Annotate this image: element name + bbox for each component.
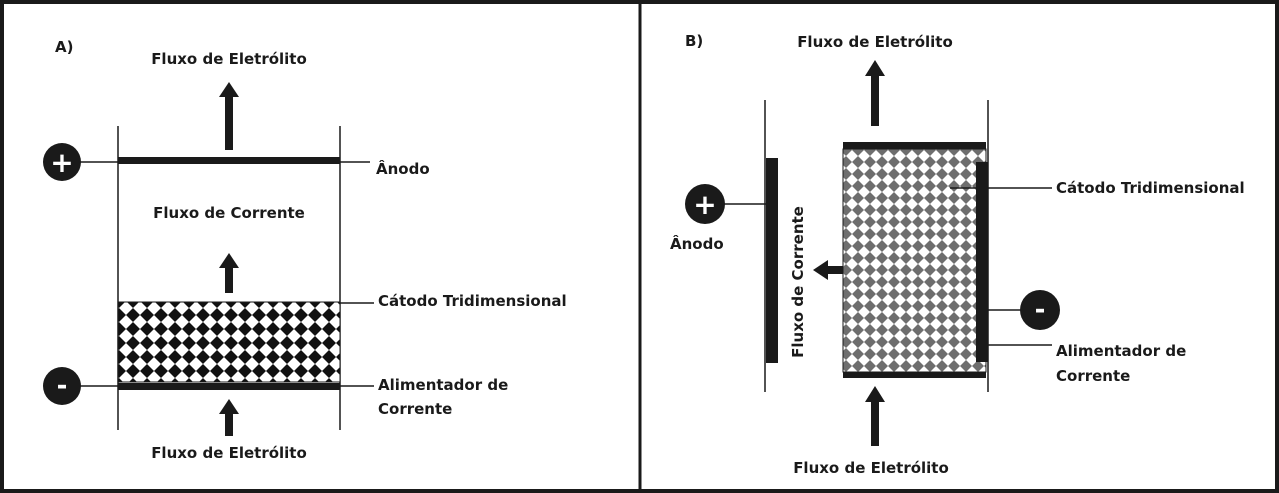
panel-a-letter: A) — [55, 38, 73, 56]
panel-a-minus-sign: - — [57, 371, 68, 401]
panel-b-feeder-plate — [976, 162, 988, 362]
panel-b-negative-terminal-icon — [1020, 290, 1060, 330]
panel-b: B) Fluxo de Eletrólito + Ânodo Fluxo de … — [670, 32, 1245, 477]
panel-b-top-flow-arrow — [865, 60, 885, 126]
panel-a-anode-plate — [118, 157, 340, 164]
panel-a-positive-terminal-icon — [43, 143, 81, 181]
panel-a-top-flow-label: Fluxo de Eletrólito — [151, 50, 307, 68]
panel-b-feeder-label-line2: Corrente — [1056, 367, 1130, 385]
panel-b-letter: B) — [685, 32, 703, 50]
panel-a-current-flow-label: Fluxo de Corrente — [153, 204, 305, 222]
panel-b-current-flow-label: Fluxo de Corrente — [789, 206, 807, 358]
panel-b-current-arrow — [813, 260, 856, 280]
panel-b-positive-terminal-icon — [685, 184, 725, 224]
panel-b-anode-plate — [766, 158, 778, 363]
panel-a-cathode-bed — [117, 301, 341, 383]
panel-b-bottom-flow-arrow — [865, 386, 885, 446]
panel-b-cathode-bed — [842, 148, 987, 373]
panel-b-feeder-label-line1: Alimentador de — [1056, 342, 1186, 360]
panel-b-top-flow-label: Fluxo de Eletrólito — [797, 33, 953, 51]
panel-b-bottom-flow-label: Fluxo de Eletrólito — [793, 459, 949, 477]
panel-a-feeder-label-line1: Alimentador de — [378, 376, 508, 394]
panel-b-top-plate — [843, 142, 986, 149]
panel-a-cathode-label: Cátodo Tridimensional — [378, 292, 567, 310]
panel-a-negative-terminal-icon — [43, 367, 81, 405]
panel-a-bottom-flow-label: Fluxo de Eletrólito — [151, 444, 307, 462]
panel-a-anode-label: Ânodo — [376, 159, 430, 178]
panel-a: A) Fluxo de Eletrólito + Ânodo Fluxo de … — [43, 38, 567, 462]
panel-a-top-flow-arrow — [219, 82, 239, 150]
panel-b-plus-sign: + — [693, 188, 716, 221]
panel-a-current-arrow — [219, 253, 239, 293]
panel-b-anode-label: Ânodo — [670, 234, 724, 253]
panel-a-bottom-flow-arrow — [219, 399, 239, 436]
panel-b-cathode-label: Cátodo Tridimensional — [1056, 179, 1245, 197]
panel-a-feeder-plate — [118, 383, 340, 390]
panel-a-feeder-label-line2: Corrente — [378, 400, 452, 418]
panel-a-plus-sign: + — [50, 146, 73, 179]
panel-b-minus-sign: - — [1035, 295, 1046, 325]
panel-b-bottom-plate — [843, 372, 986, 378]
